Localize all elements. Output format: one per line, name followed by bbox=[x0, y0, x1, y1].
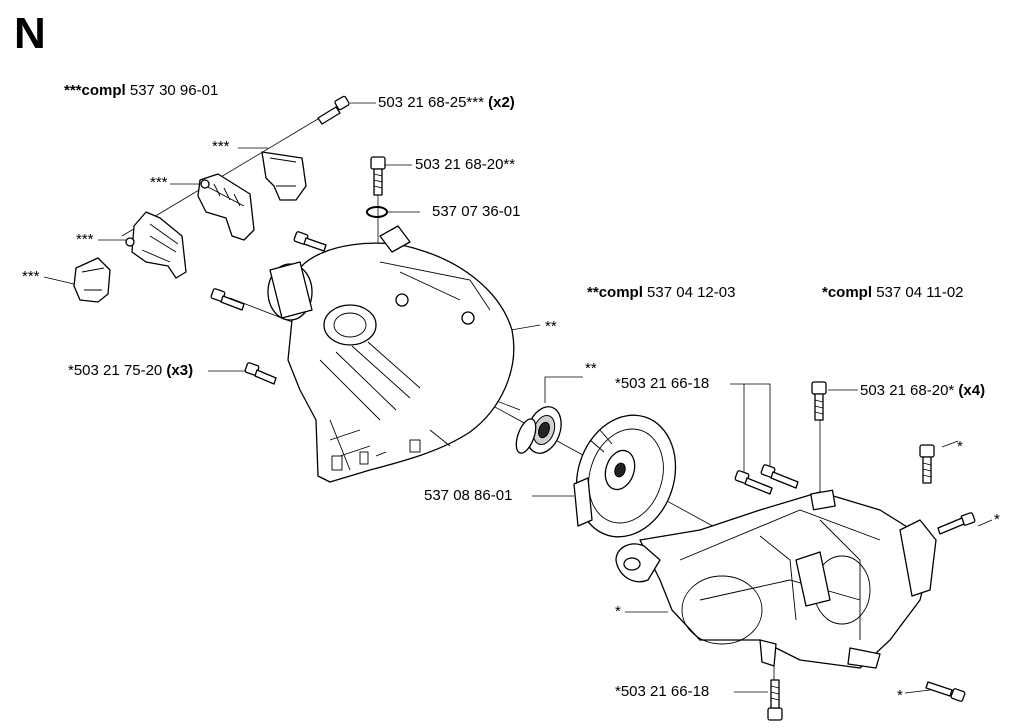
part-number: 503 21 68-20** bbox=[415, 156, 516, 173]
crankcase-half bbox=[615, 489, 937, 669]
assembly-word: compl bbox=[598, 284, 643, 301]
part-number: *503 21 66-18 bbox=[615, 375, 710, 392]
part-quantity: (x3) bbox=[166, 362, 194, 379]
part-label-screw-66b: *503 21 66-18 bbox=[615, 683, 709, 701]
screw-bottom bbox=[767, 679, 783, 721]
mark-right-screw-a: * bbox=[957, 438, 963, 455]
mark-bearing: ** bbox=[585, 360, 597, 377]
part-label-screw-66a: *503 21 66-18 bbox=[615, 375, 709, 393]
part-number: 503 21 68-25*** bbox=[378, 94, 484, 111]
section-letter: N bbox=[14, 9, 46, 58]
part-quantity: (x2) bbox=[488, 94, 515, 111]
assembly-prefix: *** bbox=[64, 82, 82, 99]
mark-bracket-3: *** bbox=[76, 231, 94, 248]
assembly-word: compl bbox=[81, 82, 126, 99]
part-label-oring: 537 07 36-01 bbox=[432, 203, 520, 221]
screw-vertical bbox=[370, 156, 386, 196]
starter-housing bbox=[267, 225, 515, 483]
screw-right-side bbox=[937, 512, 976, 535]
part-label-screw-20a: 503 21 68-20** bbox=[415, 156, 515, 174]
part-number: *503 21 66-18 bbox=[615, 683, 710, 700]
bearing bbox=[515, 406, 562, 454]
mark-crankcase: * bbox=[615, 603, 621, 620]
screw-left-1 bbox=[293, 231, 327, 252]
part-label-screw-top: 503 21 68-25*** (x2) bbox=[378, 94, 515, 112]
flywheel bbox=[573, 414, 677, 538]
part-quantity: (x4) bbox=[958, 382, 986, 399]
assembly-prefix: ** bbox=[587, 284, 599, 301]
assembly-prefix: * bbox=[822, 284, 828, 301]
assembly-word: compl bbox=[827, 284, 873, 301]
assembly-label-a1: *compl 537 04 11-02 bbox=[822, 284, 964, 302]
mark-bracket-4: *** bbox=[22, 268, 40, 285]
assembly-label-a3: ***compl 537 30 96-01 bbox=[64, 82, 218, 100]
part-number: *503 21 75-20 bbox=[68, 362, 163, 379]
bracket-part-4 bbox=[73, 257, 111, 303]
assembly-number: 537 04 12-03 bbox=[647, 284, 736, 301]
assembly-label-a2: **compl 537 04 12-03 bbox=[587, 284, 735, 302]
part-number: 537 08 86-01 bbox=[424, 487, 513, 504]
o-ring bbox=[366, 206, 388, 218]
mark-housing: ** bbox=[545, 318, 557, 335]
screw-mid-2 bbox=[760, 464, 799, 489]
screw-left-3 bbox=[244, 362, 277, 385]
screw-left-2 bbox=[210, 288, 245, 311]
screw-top bbox=[317, 95, 350, 125]
leader-lines bbox=[43, 102, 993, 694]
mark-bracket-2: *** bbox=[150, 174, 168, 191]
part-label-screw-75: *503 21 75-20 (x3) bbox=[68, 362, 193, 380]
mark-right-screw-b: * bbox=[994, 511, 1000, 528]
assembly-number: 537 04 11-02 bbox=[876, 284, 964, 301]
bracket-part-3 bbox=[125, 211, 187, 279]
part-number: 503 21 68-20* bbox=[860, 382, 955, 399]
screw-bottom-right bbox=[925, 681, 966, 702]
part-label-screw-20b: 503 21 68-20* (x4) bbox=[860, 382, 985, 400]
bracket-part-2 bbox=[197, 173, 255, 241]
screw-mid-1 bbox=[734, 470, 773, 495]
part-label-flywheel: 537 08 86-01 bbox=[424, 487, 512, 505]
mark-bottom-screw: * bbox=[897, 687, 903, 704]
bracket-part-1 bbox=[261, 151, 307, 201]
screw-right-loose bbox=[919, 444, 935, 484]
mark-bracket-1: *** bbox=[212, 138, 230, 155]
screw-right-vertical bbox=[811, 381, 827, 421]
part-number: 537 07 36-01 bbox=[432, 203, 521, 220]
assembly-number: 537 30 96-01 bbox=[129, 82, 219, 99]
